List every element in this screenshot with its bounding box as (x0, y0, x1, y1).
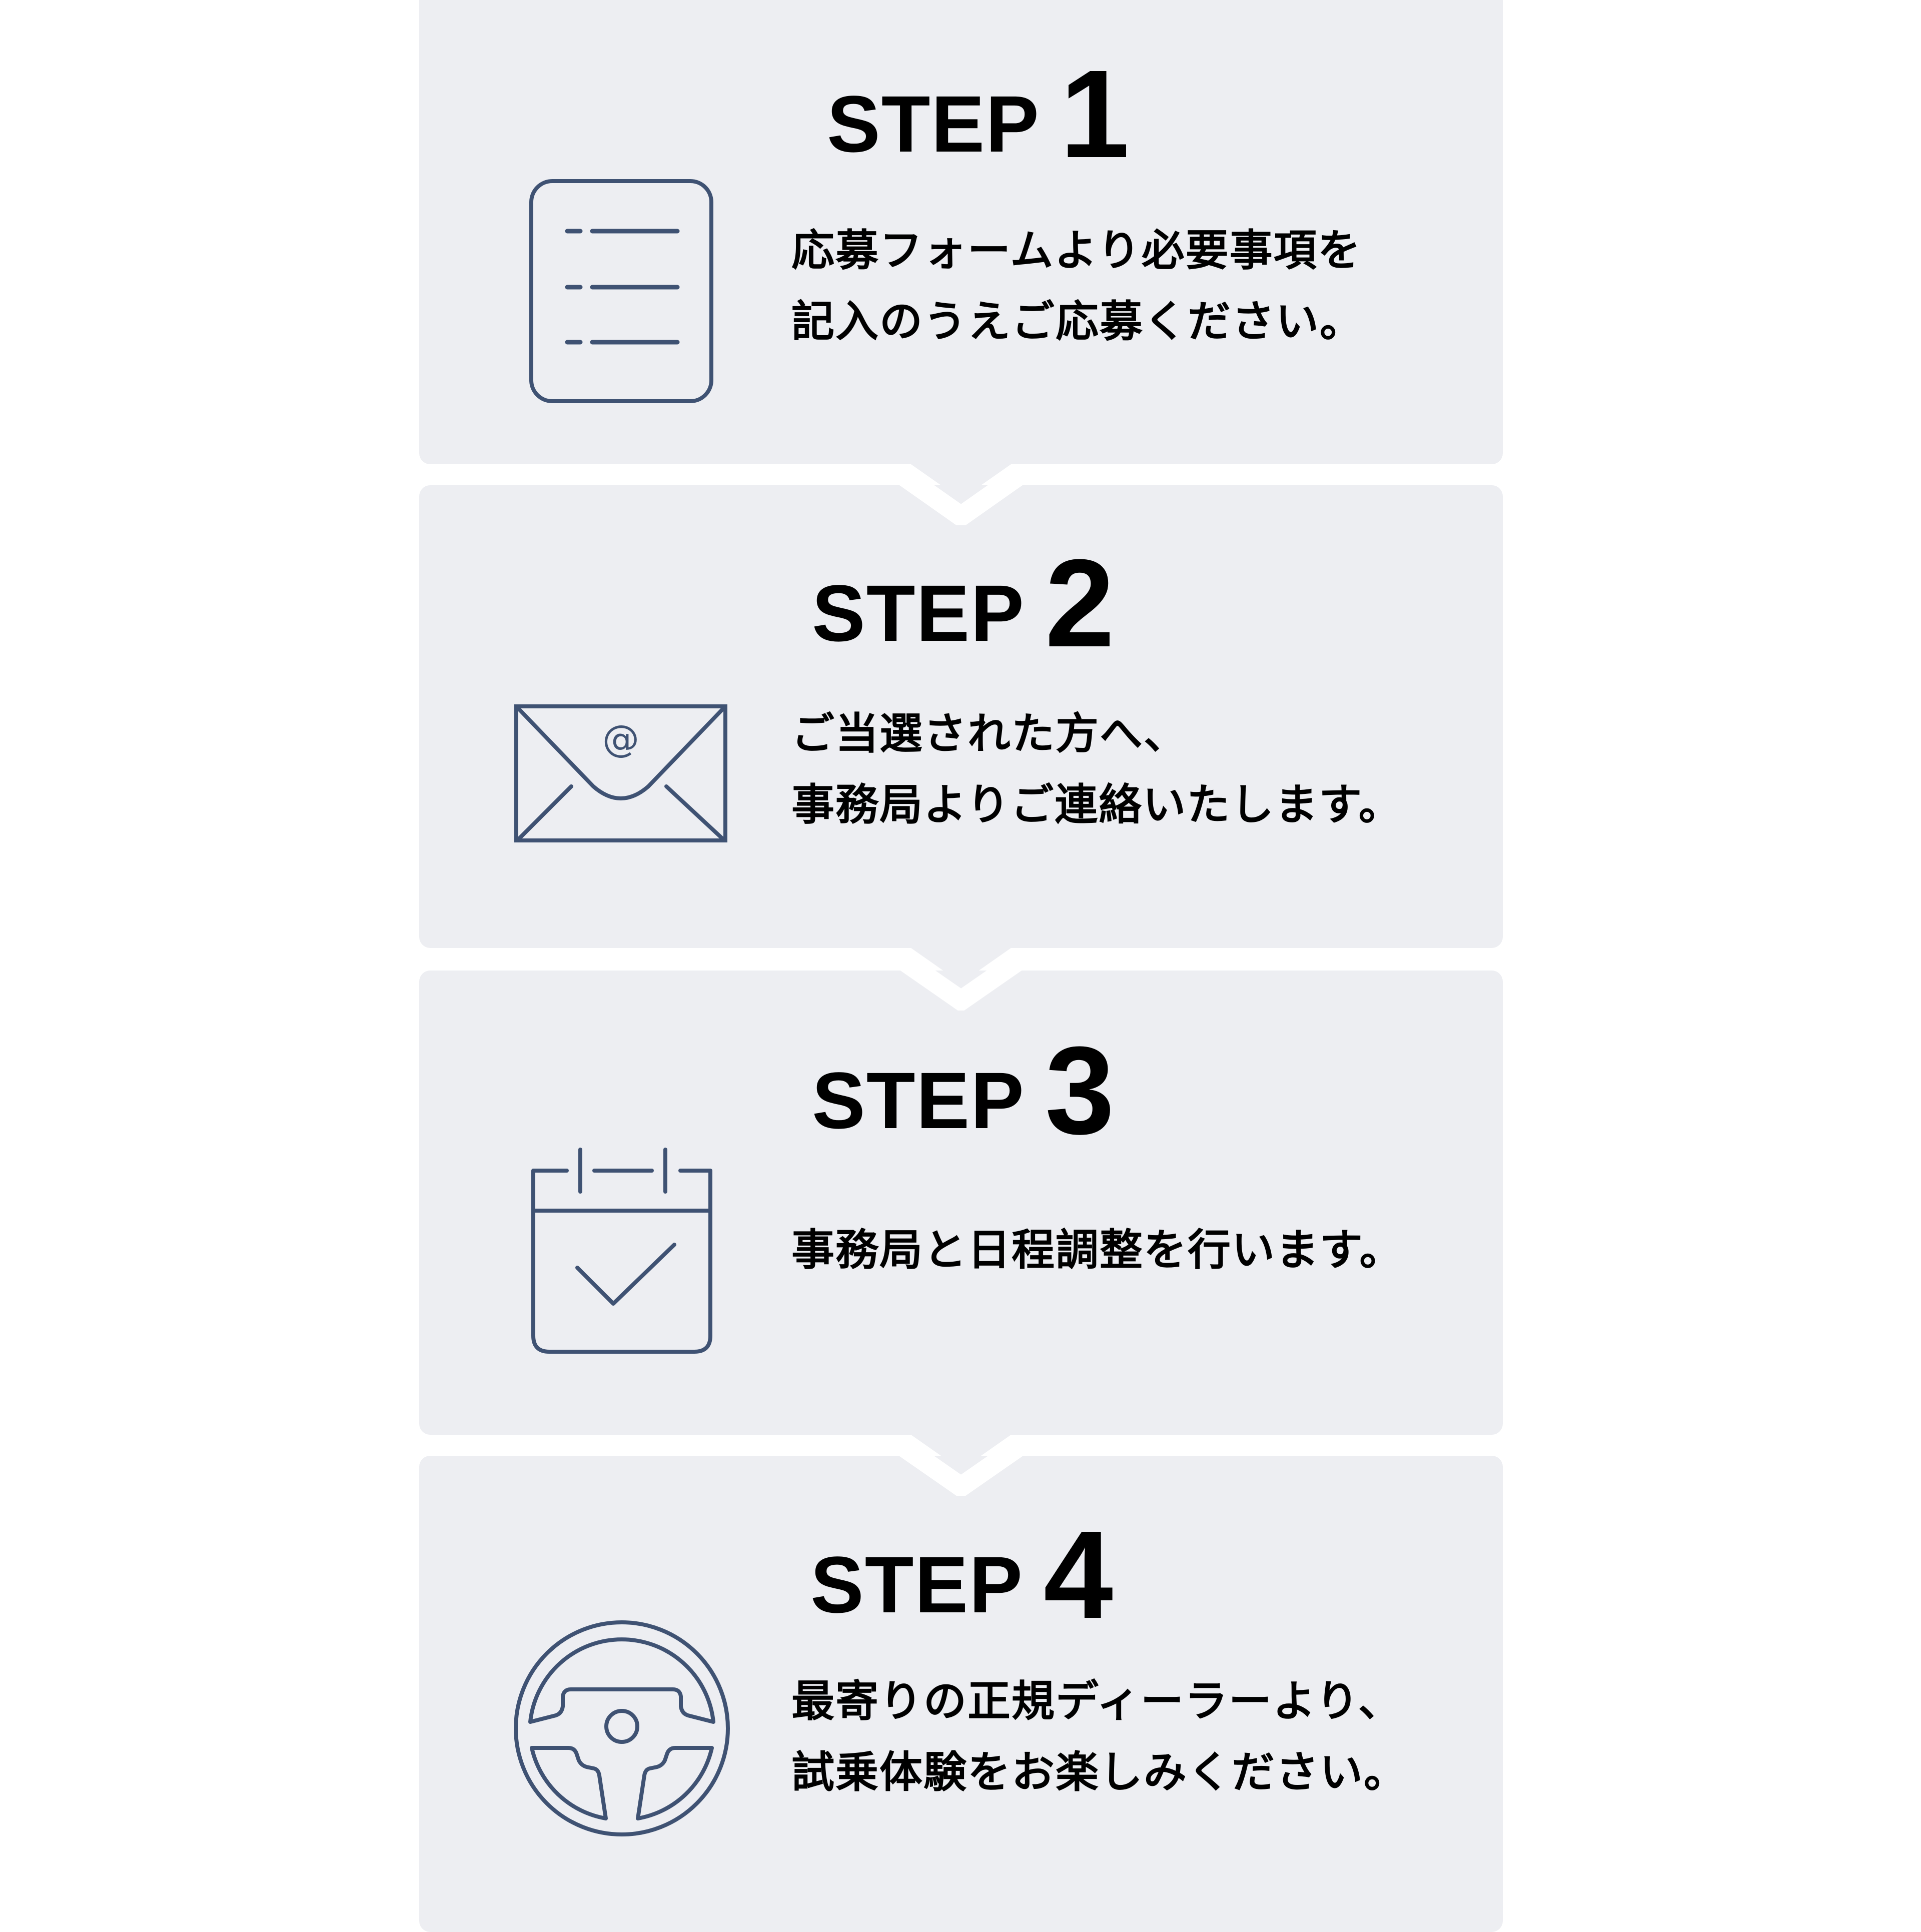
description-line: 応募フォームより必要事項を (791, 226, 1362, 276)
step-number: 2 (1045, 533, 1115, 673)
email-envelope-icon: @ (513, 703, 728, 843)
step-heading: STEP 1 (827, 44, 1130, 184)
description-line: 事務局と日程調整を行います。 (791, 1225, 1404, 1275)
application-form-icon (528, 178, 714, 404)
description-line: 記入のうえご応募ください。 (791, 297, 1364, 347)
description-line: 事務局よりご連絡いたします。 (791, 780, 1403, 830)
calendar-check-icon (529, 1146, 714, 1356)
step-label: STEP (812, 568, 1025, 658)
description-line: 試乗体験をお楽しみください。 (791, 1747, 1408, 1797)
step-number: 4 (1043, 1505, 1113, 1644)
steering-wheel-icon (512, 1618, 732, 1838)
step-label: STEP (810, 1540, 1024, 1629)
step-heading: STEP 3 (812, 1021, 1115, 1160)
step-number: 3 (1045, 1021, 1115, 1160)
step-heading: STEP 4 (810, 1505, 1113, 1644)
step-card-1: STEP 1 応募フォームより必要事項を 記入のうえご応募ください。 (419, 0, 1503, 464)
description-line: ご当選された方へ、 (791, 709, 1188, 759)
step-card-4: STEP 4 最寄りの正規ディーラーより、 試乗体験をお楽しみください。 (419, 1456, 1503, 1932)
step-description: 事務局と日程調整を行います。 (791, 1215, 1403, 1286)
step-label: STEP (812, 1056, 1025, 1145)
step-card-3: STEP 3 事務局と日程調整を行います。 (419, 971, 1503, 1435)
step-description: 最寄りの正規ディーラーより、 試乗体験をお楽しみください。 (791, 1666, 1408, 1808)
step-number: 1 (1060, 44, 1130, 184)
description-line: 最寄りの正規ディーラーより、 (791, 1676, 1402, 1726)
svg-text:@: @ (602, 717, 639, 760)
step-description: ご当選された方へ、 事務局よりご連絡いたします。 (791, 698, 1403, 840)
step-description: 応募フォームより必要事項を 記入のうえご応募ください。 (791, 215, 1364, 357)
step-card-2: STEP 2 @ ご当選された方へ、 事務局よりご連絡いたします。 (419, 485, 1503, 948)
step-label: STEP (827, 79, 1040, 169)
application-steps-flow: STEP 1 応募フォームより必要事項を 記入のうえご応募ください。 STEP … (419, 0, 1503, 1932)
step-heading: STEP 2 (812, 533, 1115, 673)
